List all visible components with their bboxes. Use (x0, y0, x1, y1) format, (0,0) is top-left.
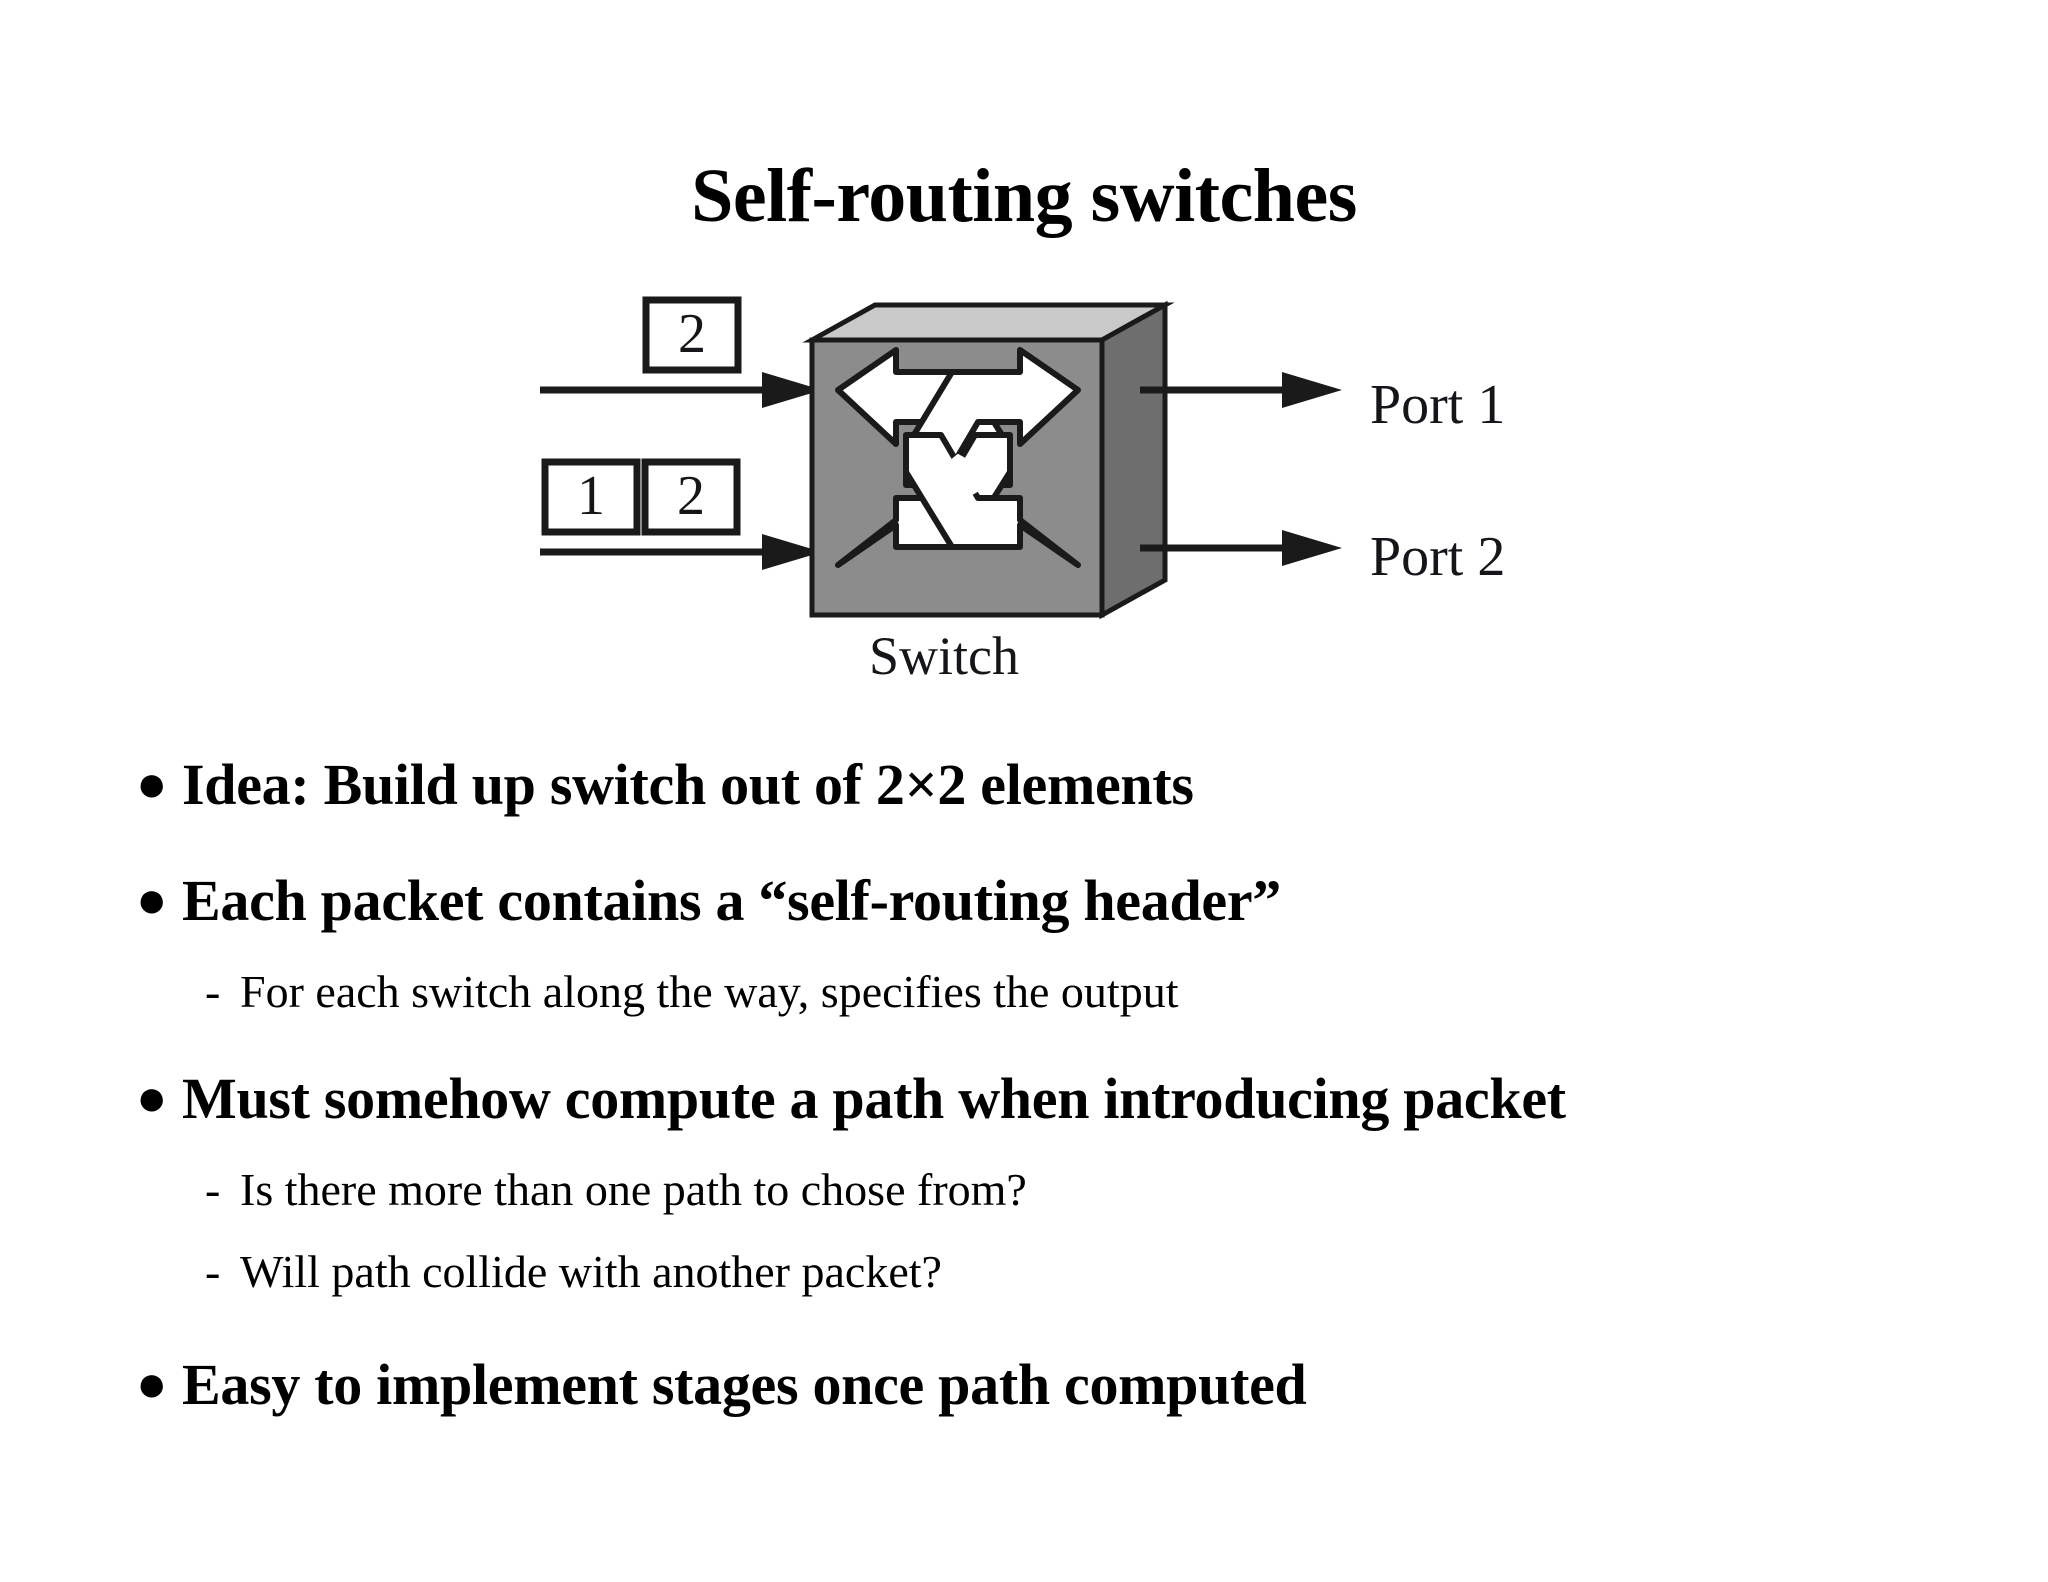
subbullet-path-collide: - Will path collide with another packet? (0, 1231, 2048, 1313)
packet-header-cell-bottom-1: 1 (577, 465, 605, 527)
switch-caption: Switch (869, 626, 1020, 686)
output-port-1-label: Port 1 (1370, 374, 1506, 436)
spacer (0, 1033, 2048, 1049)
page-title: Self-routing switches (691, 154, 1357, 238)
subbullet-for-each-switch-specifies-output: - For each switch along the way, specifi… (0, 951, 2048, 1033)
bullet-text: Idea: Build up switch out of 2×2 element… (182, 752, 1194, 817)
switch-side-face (1099, 300, 1168, 620)
subbullet-text: For each switch along the way, specifies… (240, 966, 1179, 1017)
packet-cell-box (541, 458, 641, 536)
bullet-each-packet-contains-header: ● Each packet contains a “self-routing h… (0, 851, 2048, 951)
input-arrow-bottom (540, 534, 822, 570)
packet-header-cell-bottom-2: 2 (677, 465, 705, 527)
packet-header-top (642, 296, 742, 374)
spacer (0, 1313, 2048, 1335)
subbullet-text: Is there more than one path to chose fro… (240, 1164, 1027, 1215)
subbullet-more-than-one-path: - Is there more than one path to chose f… (0, 1149, 2048, 1231)
bullet-list: ● Idea: Build up switch out of 2×2 eleme… (0, 735, 2048, 1435)
subbullet-marker: - (205, 1164, 221, 1215)
packet-header-cell-top-1: 2 (678, 303, 706, 365)
packet-header-bottom (541, 458, 741, 536)
subbullet-marker: - (205, 1246, 221, 1297)
output-arrow-port-1 (1140, 372, 1342, 408)
bullet-marker: ● (136, 1070, 168, 1127)
input-arrow-top (540, 372, 822, 408)
subbullet-text: Will path collide with another packet? (240, 1246, 942, 1297)
bullet-marker: ● (136, 1356, 168, 1413)
spacer (0, 835, 2048, 851)
bullet-easy-to-implement-stages: ● Easy to implement stages once path com… (0, 1335, 2048, 1435)
bullet-text: Easy to implement stages once path compu… (182, 1352, 1307, 1417)
switch-crossbar-arrows (835, 347, 1081, 568)
bullet-text: Must somehow compute a path when introdu… (182, 1066, 1566, 1131)
arrow-cross-center (928, 453, 1003, 504)
output-port-2-label: Port 2 (1370, 526, 1506, 588)
switch-box-3d (802, 300, 1175, 620)
packet-cell-box (641, 458, 741, 536)
packet-cell-box (642, 296, 742, 374)
switch-diagram-svg (540, 296, 1342, 620)
bullet-idea-build-up-switch: ● Idea: Build up switch out of 2×2 eleme… (0, 735, 2048, 835)
bullet-marker: ● (136, 872, 168, 929)
output-arrow-port-2 (1140, 530, 1342, 566)
self-routing-switch-diagram: 2 1 2 Port 1 Port 2 Switch (0, 280, 2048, 700)
bullet-text: Each packet contains a “self-routing hea… (182, 868, 1281, 933)
bullet-marker: ● (136, 756, 168, 813)
bullet-must-compute-path: ● Must somehow compute a path when intro… (0, 1049, 2048, 1149)
subbullet-marker: - (205, 966, 221, 1017)
